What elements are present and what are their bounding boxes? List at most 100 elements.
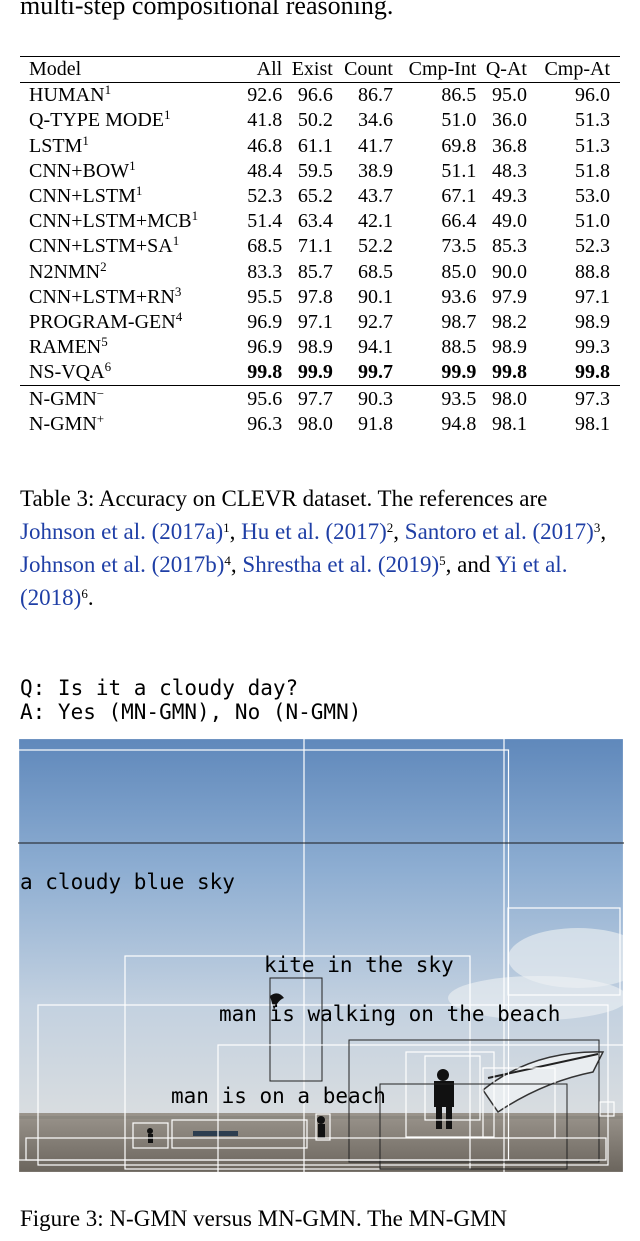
value-cell: 49.3: [491, 185, 527, 208]
ref-link-3[interactable]: Santoro et al. (2017): [404, 519, 594, 544]
model-sup: +: [96, 410, 105, 426]
caption-sep: ,: [600, 519, 607, 544]
value-cell: 51.4: [247, 210, 283, 233]
column-header: Model: [20, 55, 240, 84]
model-name: PROGRAM-GEN: [29, 310, 176, 333]
model-name-cell: N-GMN−: [20, 385, 240, 412]
intro-text: multi-step compositional reasoning.: [20, 0, 394, 20]
model-sup: 1: [135, 183, 143, 199]
value-cell: 52.3: [575, 235, 610, 258]
man-body: [434, 1081, 454, 1107]
value-cell: 99.8: [575, 361, 610, 384]
model-sup: 5: [101, 334, 108, 350]
caption-sep: ,: [393, 519, 405, 544]
model-name: CNN+LSTM: [29, 185, 136, 208]
bbox: [132, 1122, 169, 1149]
model-sup: 1: [129, 157, 136, 173]
model-name: CNN+BOW: [29, 159, 130, 182]
value-cell: 98.0: [476, 385, 527, 412]
caption-label: Table 3:: [20, 486, 95, 511]
windsurf-sail: [481, 1051, 605, 1114]
value-cell: 65.2: [297, 185, 333, 208]
model-name-cell: N2NMN2: [20, 260, 239, 285]
model-name: N-GMN: [29, 412, 97, 435]
value-cell: 48.3: [491, 159, 527, 182]
ref-link-5[interactable]: Shrestha et al. (2019): [242, 552, 440, 577]
ref-link-4[interactable]: Johnson et al. (2017b): [20, 552, 225, 577]
value-cell: 99.7: [357, 361, 393, 384]
value-cell: 43.7: [357, 185, 393, 208]
value-cell: 99.9: [441, 361, 477, 384]
value-cell: 88.5: [441, 336, 477, 359]
value-cell: 93.6: [441, 285, 477, 308]
model-name-cell: CNN+BOW1: [20, 159, 239, 184]
value-cell: 92.7: [357, 310, 393, 333]
value-cell: 83.3: [247, 260, 283, 283]
value-cell: 41.8: [247, 109, 283, 132]
value-cell: 46.8: [247, 134, 283, 157]
value-cell: 51.3: [575, 134, 610, 157]
value-cell: 97.1: [297, 310, 333, 333]
cloud: [508, 928, 624, 988]
bbox: [269, 977, 323, 1082]
caption-text: Accuracy on CLEVR dataset. The reference…: [94, 486, 548, 511]
value-cell: 51.0: [575, 210, 610, 233]
model-name: NS-VQA: [29, 361, 105, 384]
model-sup: 1: [172, 233, 180, 249]
model-name: HUMAN: [29, 84, 105, 107]
cloud: [448, 976, 624, 1020]
ref-link-1[interactable]: Johnson et al. (2017a): [20, 519, 224, 544]
qa-block: Q: Is it a cloudy day?A: Yes (MN-GMN), N…: [20, 676, 361, 724]
value-cell: 98.1: [575, 412, 610, 435]
value-cell: 52.3: [247, 185, 283, 208]
value-cell: 36.0: [491, 109, 527, 132]
value-cell: 92.6: [247, 84, 283, 107]
model-name: CNN+LSTM+SA: [29, 235, 173, 258]
caption-end: .: [87, 585, 94, 610]
sky-region: [18, 738, 624, 1118]
ref-link-6[interactable]: Yi et al. (2018): [20, 552, 568, 610]
value-cell: 99.9: [297, 361, 333, 384]
ref-link-2[interactable]: Hu et al. (2017): [241, 519, 387, 544]
value-cell: 38.9: [357, 159, 393, 182]
kite-shape: [270, 993, 284, 1010]
bbox: [124, 955, 471, 1170]
caption-sep: ,: [230, 552, 243, 577]
person-far: [317, 1116, 325, 1124]
model-name: N2NMN: [29, 260, 101, 283]
model-name-cell: LSTM1: [20, 134, 239, 159]
person-far-body: [318, 1124, 325, 1138]
value-cell: 85.0: [441, 260, 477, 283]
value-cell: 68.5: [357, 260, 393, 283]
bbox: [348, 1039, 600, 1163]
value-cell: 94.1: [357, 336, 393, 359]
model-sup: 1: [164, 107, 171, 123]
model-sup: 1: [104, 82, 112, 98]
value-cell: 98.2: [491, 310, 527, 333]
value-cell: 42.1: [357, 210, 393, 233]
value-cell: 68.5: [247, 235, 283, 258]
question-text: Q: Is it a cloudy day?: [20, 676, 299, 700]
ref-sup-3: 3: [593, 520, 601, 535]
value-cell: 34.6: [357, 109, 393, 132]
model-name: Q-TYPE MODE: [29, 109, 164, 132]
value-cell: 52.2: [357, 235, 393, 258]
model-name-cell: PROGRAM-GEN4: [20, 310, 239, 335]
value-cell: 98.0: [297, 412, 333, 435]
beach-scene-image: [18, 738, 624, 1173]
value-cell: 90.3: [332, 385, 393, 412]
value-cell: 63.4: [297, 210, 333, 233]
value-cell: 85.7: [297, 260, 333, 283]
value-cell: 98.9: [297, 336, 333, 359]
annotation-sky: a cloudy blue sky: [20, 870, 235, 894]
model-sup: 3: [174, 283, 182, 299]
